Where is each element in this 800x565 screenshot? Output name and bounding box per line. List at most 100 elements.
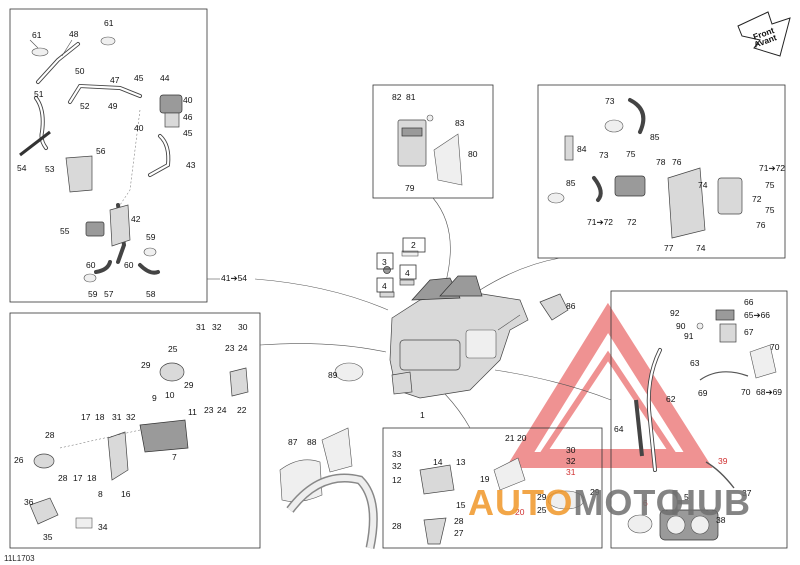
- callout-label: 66: [744, 297, 754, 307]
- callout-label: 16: [121, 489, 131, 499]
- callout-label: 73: [599, 150, 609, 160]
- callout-label: 25: [168, 344, 178, 354]
- callout-label: 25: [537, 505, 547, 515]
- callout-label: 23: [204, 405, 214, 415]
- callout-label: 29: [184, 380, 194, 390]
- callout-label: 32: [212, 322, 222, 332]
- callout-label: 84: [577, 144, 587, 154]
- callout-label: 76: [756, 220, 766, 230]
- callout-label: 18: [95, 412, 105, 422]
- callout-label: 67: [744, 327, 754, 337]
- callout-label: 35: [43, 532, 53, 542]
- callout-label: 40: [134, 123, 144, 133]
- callout-label: 32: [126, 412, 136, 422]
- callout-label: 26: [14, 455, 24, 465]
- callout-label: 19: [480, 474, 490, 484]
- callout-label: 44: [160, 73, 170, 83]
- callout-label: 78: [656, 157, 666, 167]
- watermark-logo: [505, 302, 713, 468]
- callout-label: 32: [566, 456, 576, 466]
- connector-part: [719, 323, 737, 343]
- hose-part: [138, 263, 160, 275]
- bracket-part: [493, 457, 526, 491]
- callout-label: 77: [664, 243, 674, 253]
- callout-label: 64: [614, 424, 624, 434]
- callout-label: 89: [328, 370, 338, 380]
- callout-label: 6: [643, 498, 648, 508]
- callout-label: 87: [288, 437, 298, 447]
- callout-label: 23: [225, 343, 235, 353]
- group-ref-label: 41➔54: [221, 273, 247, 283]
- callout-label: 40: [183, 95, 193, 105]
- callout-label: 62: [666, 394, 676, 404]
- cable-part: [699, 371, 749, 381]
- hose-part: [94, 260, 112, 274]
- group-box-f: [610, 290, 788, 549]
- bracket-part: [229, 367, 249, 397]
- mount-part: [33, 453, 55, 469]
- diagram-code: 11L1703: [4, 554, 35, 563]
- mount-part: [159, 362, 185, 382]
- hose-part: [68, 83, 142, 104]
- callout-label: 74: [696, 243, 706, 253]
- rubber-mount-part: [423, 517, 447, 545]
- heat-shield-part: [321, 427, 353, 473]
- spark-plug-cable-part: [628, 98, 646, 134]
- clamp-ring-part: [31, 47, 49, 57]
- callout-label: 15: [456, 500, 466, 510]
- callout-label: 14: [433, 457, 443, 467]
- bolt-part: [399, 279, 415, 286]
- callout-label: 28: [45, 430, 55, 440]
- callout-label: 8: [98, 489, 103, 499]
- callout-label: 46: [183, 112, 193, 122]
- callout-label: 80: [468, 149, 478, 159]
- callout-label: 24: [238, 343, 248, 353]
- callout-label: 4: [382, 281, 387, 291]
- callout-label: 75: [765, 180, 775, 190]
- callout-label: 51: [34, 89, 44, 99]
- callout-label: 20: [515, 507, 525, 517]
- seal-strip-part: [19, 130, 51, 157]
- callout-label: 69: [698, 388, 708, 398]
- group-starter: 31 32 30 25 23 24 29 29 22 10 9 23 24 11…: [9, 312, 387, 549]
- engine-assembly: 2 3 4 4 86 89 1: [328, 237, 576, 420]
- ignition-coil-part: [614, 175, 646, 197]
- rod-part: [634, 399, 644, 457]
- callout-label: 43: [186, 160, 196, 170]
- callout-label: 47: [110, 75, 120, 85]
- callout-label: 29: [590, 487, 600, 497]
- callout-label: 82: [392, 92, 402, 102]
- callout-label: 74: [698, 180, 708, 190]
- group-box-e: [382, 427, 603, 549]
- nut-part: [383, 266, 391, 274]
- callout-label: 85: [650, 132, 660, 142]
- callout-label: 49: [108, 101, 118, 111]
- callout-label: 5: [684, 492, 689, 502]
- manifold-part: [419, 464, 455, 495]
- callout-label: 28: [58, 473, 68, 483]
- callout-label: 31: [196, 322, 206, 332]
- callout-label: 68➔69: [756, 387, 782, 397]
- callout-label: 29: [141, 360, 151, 370]
- gasket-ring-part: [547, 490, 585, 510]
- callout-label: 88: [307, 437, 317, 447]
- callout-label: 30: [566, 445, 576, 455]
- callout-label: 10: [165, 390, 175, 400]
- callout-label: 30: [238, 322, 248, 332]
- group-ignition: 73 85 84 73 75 78 76 71➔72 75 74 72 75 8…: [479, 84, 786, 291]
- wrench-part: [401, 250, 419, 257]
- callout-label: 85: [566, 178, 576, 188]
- callout-label: 71➔72: [587, 217, 613, 227]
- cover-part: [717, 177, 743, 215]
- callout-label: 39: [718, 456, 728, 466]
- callout-label: 70: [741, 387, 751, 397]
- group-cooling-hoses: 61 61 48 50 47 45 44 51 52 49 40 46 40 4…: [9, 8, 208, 303]
- group-manifold: 33 32 21 20 30 32 31 14 13 12 15 19 20 2…: [382, 393, 603, 549]
- callout-label: 38: [716, 515, 726, 525]
- callout-label: 55: [60, 226, 70, 236]
- callout-label: 83: [455, 118, 465, 128]
- ecu-module-part: [397, 119, 427, 167]
- callout-label: 70: [770, 342, 780, 352]
- callout-label: 65➔66: [744, 310, 770, 320]
- callout-label: 48: [69, 29, 79, 39]
